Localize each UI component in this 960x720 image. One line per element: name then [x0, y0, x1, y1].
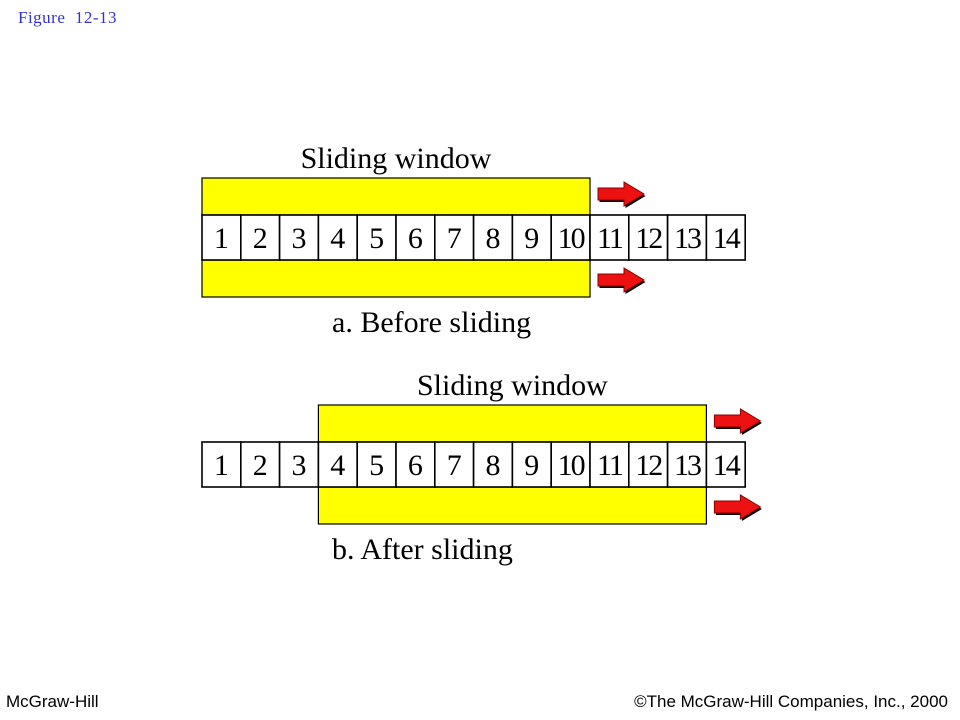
sequence-number: 7 — [447, 222, 462, 255]
panel-caption: b. After sliding — [332, 533, 513, 566]
panel-caption: a. Before sliding — [332, 306, 531, 339]
sequence-number: 13 — [674, 222, 701, 255]
window-bar-bottom — [317, 486, 707, 525]
sequence-cell — [589, 214, 630, 261]
sequence-cell — [705, 214, 747, 261]
sequence-number: 12 — [635, 449, 662, 482]
sequence-number: 1 — [214, 222, 229, 255]
sequence-number: 9 — [524, 449, 539, 482]
sequence-cell — [395, 214, 436, 261]
sequence-number: 3 — [292, 449, 307, 482]
sequence-cell — [278, 441, 320, 488]
window-bar-top — [201, 177, 591, 216]
sequence-number: 12 — [635, 222, 662, 255]
sequence-number: 11 — [597, 222, 623, 255]
sequence-cell — [472, 214, 514, 261]
publisher-label: McGraw-Hill — [6, 692, 99, 711]
sequence-cell — [472, 441, 514, 488]
sequence-cell — [705, 441, 747, 488]
sequence-number: 3 — [292, 222, 307, 255]
sequence-cell — [240, 441, 281, 488]
sequence-number: 2 — [253, 222, 268, 255]
sequence-number: 14 — [713, 449, 741, 482]
sequence-cell — [317, 214, 358, 261]
window-bar-top — [317, 404, 707, 443]
slide-arrow-icon — [713, 494, 762, 521]
sequence-cell — [278, 214, 320, 261]
window-bar-bottom — [201, 259, 591, 298]
sequence-number: 10 — [558, 449, 585, 482]
sequence-number: 1 — [214, 449, 229, 482]
sequence-number: 4 — [330, 222, 345, 255]
figure-label: Figure 12-13 — [18, 8, 118, 27]
sequence-number: 8 — [486, 222, 501, 255]
sequence-number: 7 — [447, 449, 462, 482]
slide-arrow-icon — [713, 408, 762, 435]
sequence-number: 5 — [369, 449, 384, 482]
sequence-cell — [317, 441, 358, 488]
sequence-number: 13 — [674, 449, 701, 482]
copyright-notice: ©The McGraw-Hill Companies, Inc., 2000 — [634, 692, 948, 711]
sequence-number: 4 — [330, 449, 345, 482]
sequence-number: 14 — [713, 222, 741, 255]
sequence-number: 5 — [369, 222, 384, 255]
slide-arrow-icon — [597, 267, 646, 294]
sequence-cell — [627, 214, 669, 261]
sequence-cell — [511, 214, 553, 261]
sequence-cell — [511, 441, 553, 488]
window-title: Sliding window — [417, 369, 608, 402]
sequence-number: 2 — [253, 449, 268, 482]
sequence-cell — [433, 214, 475, 261]
sequence-number: 10 — [558, 222, 585, 255]
sequence-number: 8 — [486, 449, 501, 482]
sequence-number: 11 — [597, 449, 623, 482]
sequence-number: 6 — [408, 449, 423, 482]
sequence-cell — [627, 441, 669, 488]
sequence-cell — [356, 441, 397, 488]
sequence-number: 6 — [408, 222, 423, 255]
sequence-cell — [201, 214, 242, 261]
sequence-cell — [356, 214, 397, 261]
slide-arrow-icon — [597, 181, 646, 208]
sequence-cell — [666, 214, 708, 261]
sequence-number: 9 — [524, 222, 539, 255]
sequence-cell — [201, 441, 242, 488]
sequence-cell — [395, 441, 436, 488]
window-title: Sliding window — [301, 142, 492, 175]
